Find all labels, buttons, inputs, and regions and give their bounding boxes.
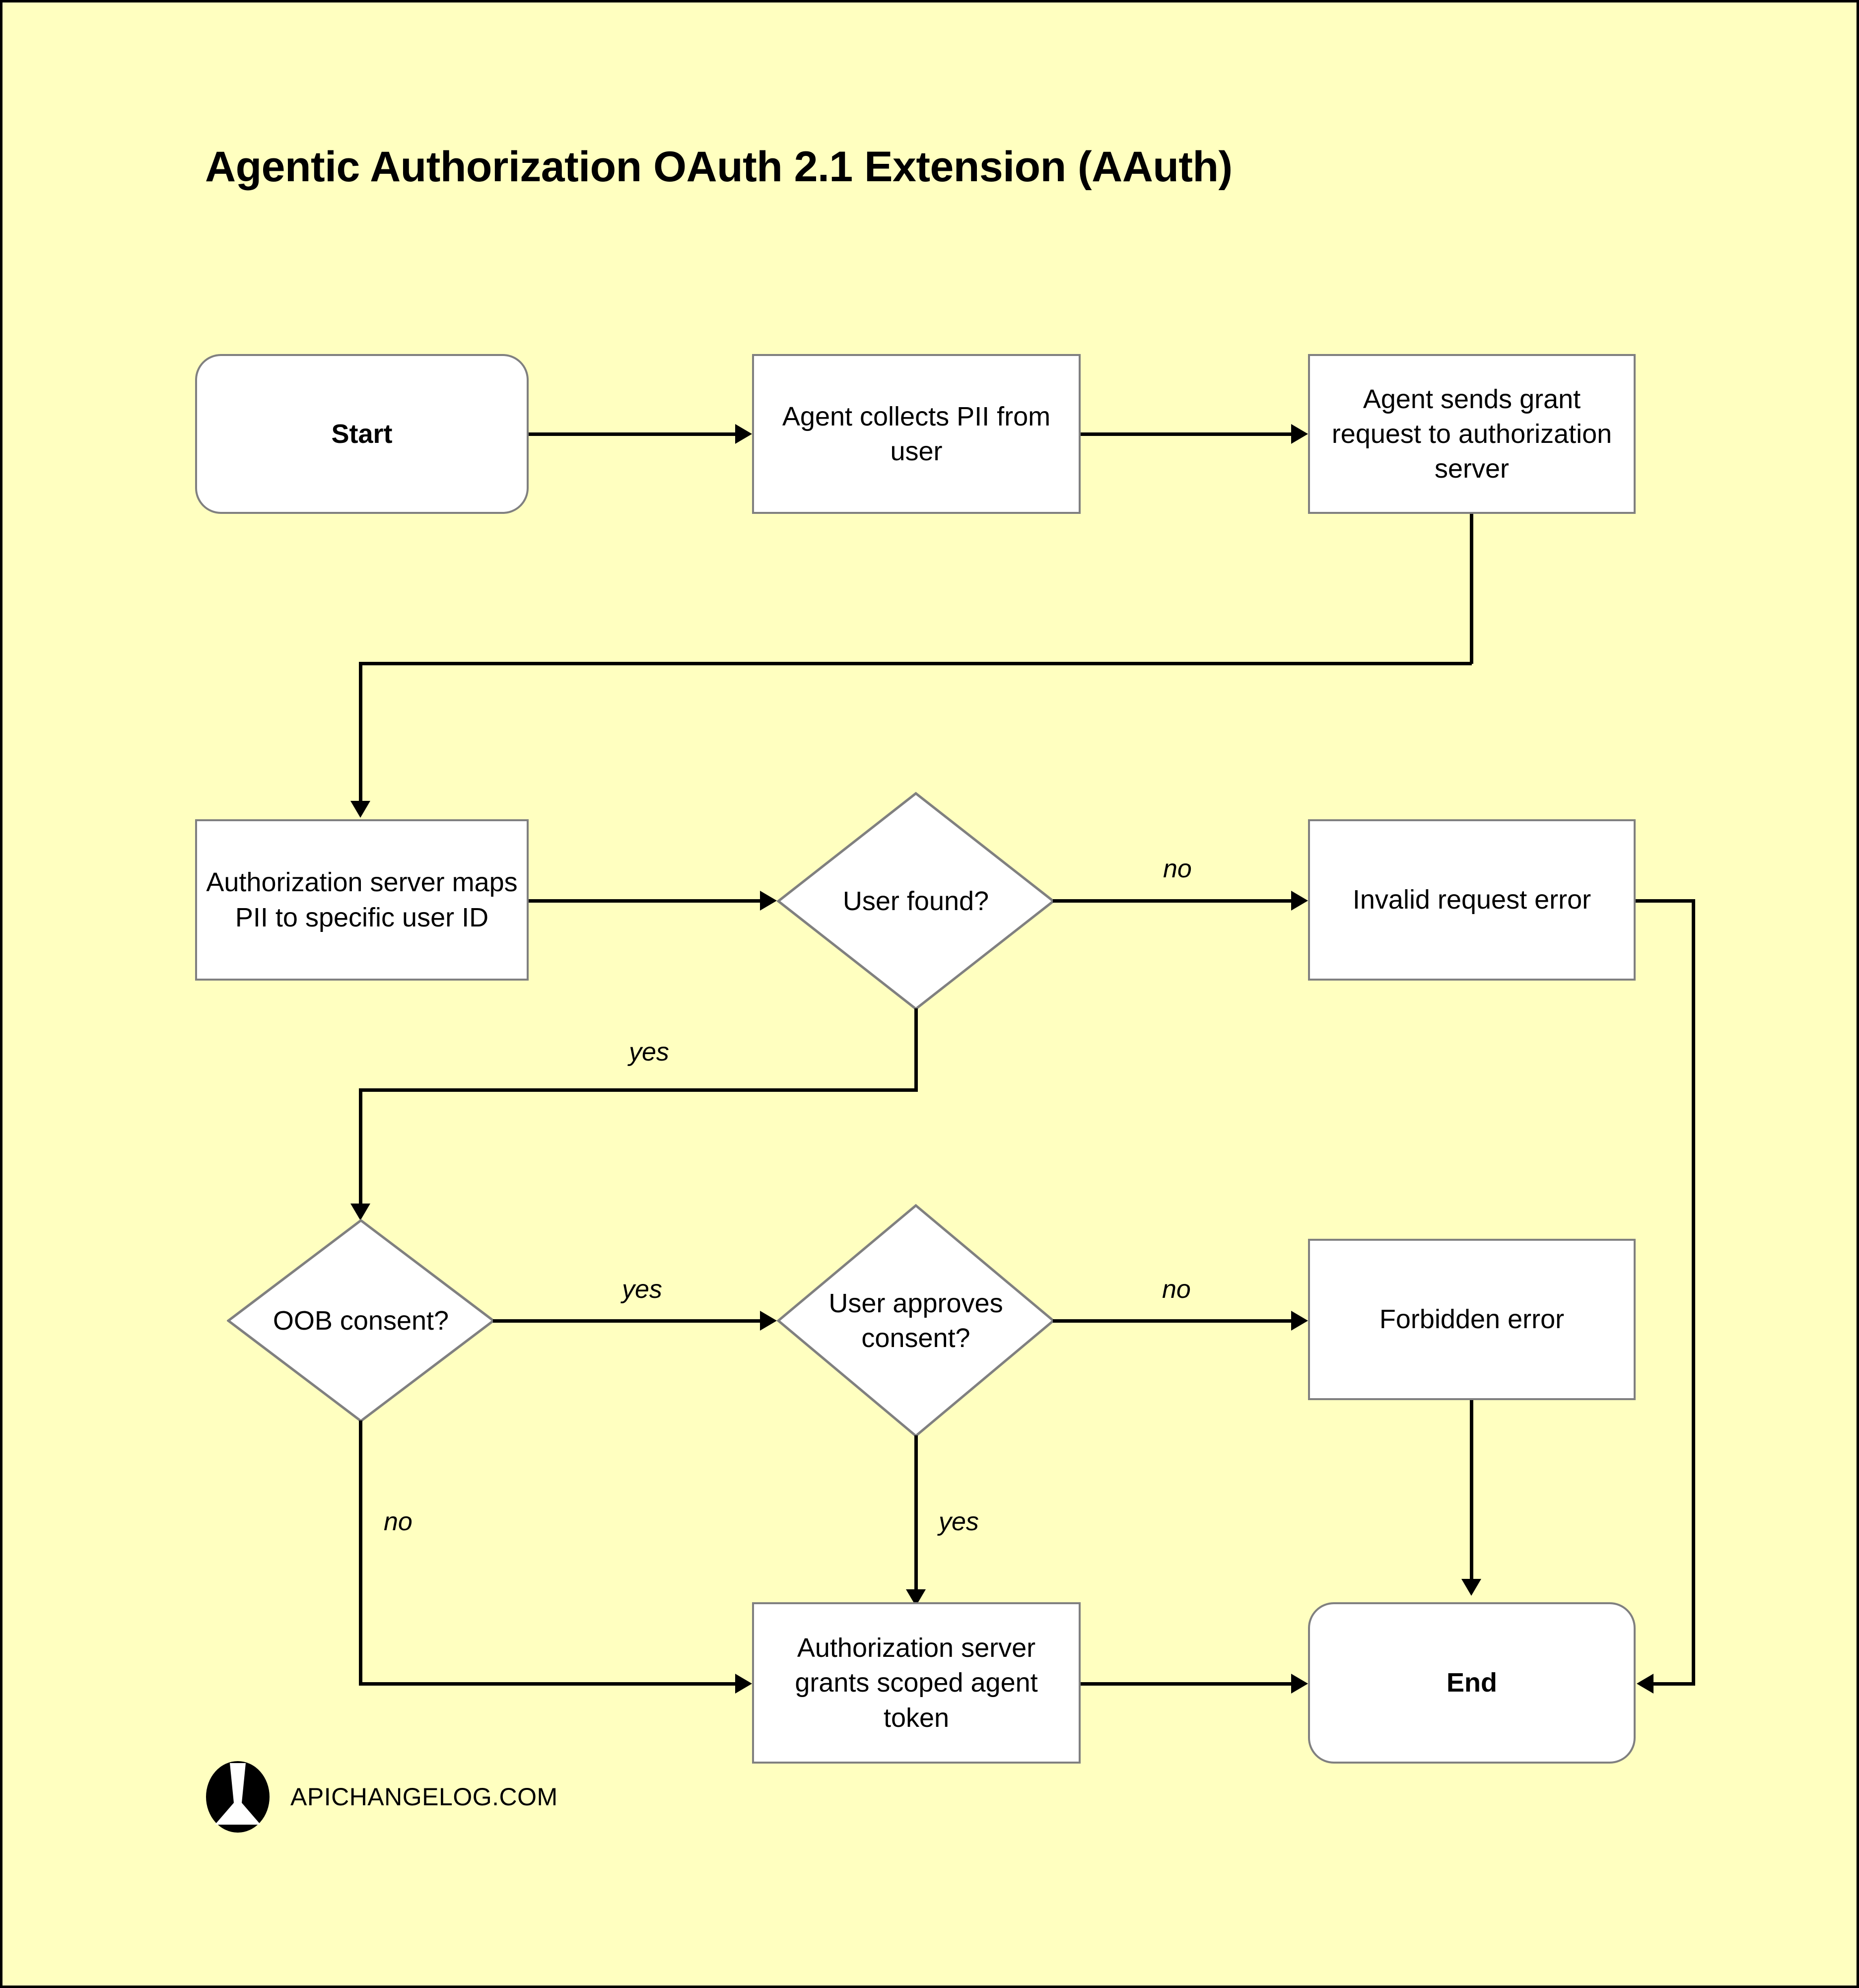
- edge-label-oob-consent-yes: yes: [622, 1275, 662, 1304]
- connector-oob-consent-yes: [493, 1319, 760, 1323]
- connector-user-approves-yes: [914, 1435, 918, 1589]
- node-send-grant[interactable]: Agent sends grant request to authorizati…: [1308, 354, 1636, 514]
- node-user-approves[interactable]: User approves consent?: [777, 1204, 1055, 1437]
- connector-user-approves-no: [1053, 1319, 1291, 1323]
- connector-start-to-collect-pii: [529, 432, 735, 436]
- node-user-approves-label: User approves consent?: [828, 1288, 1003, 1353]
- node-end-label: End: [1446, 1668, 1497, 1698]
- edge-label-oob-consent-no: no: [384, 1507, 413, 1536]
- footer: APICHANGELOG.COM: [205, 1760, 558, 1834]
- footer-site-label: APICHANGELOG.COM: [290, 1783, 558, 1811]
- edge-label-user-found-no: no: [1163, 854, 1192, 883]
- connector-invalid-request-down: [1692, 899, 1695, 1684]
- connector-invalid-request-to-end: [1653, 1682, 1695, 1686]
- edge-label-user-found-yes: yes: [629, 1038, 669, 1066]
- node-start-label: Start: [331, 419, 393, 449]
- edge-label-user-approves-yes: yes: [939, 1507, 979, 1536]
- node-forbidden[interactable]: Forbidden error: [1308, 1239, 1636, 1400]
- arrowhead-grant-token-to-end: [1291, 1674, 1308, 1694]
- connector-invalid-request-right: [1636, 899, 1695, 903]
- arrowhead-invalid-request-to-end: [1637, 1674, 1653, 1694]
- node-forbidden-label: Forbidden error: [1379, 1304, 1565, 1335]
- connector-send-grant-left: [359, 662, 1472, 665]
- arrowhead-start-to-collect-pii: [735, 424, 752, 444]
- arrowhead-oob-consent-no: [735, 1674, 752, 1694]
- node-grant-token[interactable]: Authorization server grants scoped agent…: [752, 1602, 1081, 1764]
- node-end[interactable]: End: [1308, 1602, 1636, 1764]
- connector-oob-consent-no-right: [359, 1682, 735, 1686]
- connector-user-found-no: [1053, 899, 1291, 903]
- logo-svg: [206, 1761, 270, 1833]
- arrowhead-user-found-yes-to-oob: [350, 1204, 370, 1220]
- connector-user-found-yes-left: [359, 1088, 918, 1092]
- node-collect-pii[interactable]: Agent collects PII from user: [752, 354, 1081, 514]
- arrowhead-send-grant-to-map-pii: [350, 801, 370, 818]
- arrowhead-user-approves-no: [1291, 1311, 1308, 1331]
- connector-user-found-yes-down: [914, 1008, 918, 1092]
- node-user-found[interactable]: User found?: [777, 792, 1055, 1010]
- arrowhead-oob-consent-yes: [760, 1311, 777, 1331]
- arrowhead-forbidden-to-end: [1461, 1579, 1481, 1596]
- edge-label-user-approves-no: no: [1162, 1275, 1191, 1304]
- node-oob-consent-label: OOB consent?: [273, 1305, 449, 1336]
- page-title: Agentic Authorization OAuth 2.1 Extensio…: [205, 143, 1233, 191]
- apichangelog-logo-icon: [205, 1760, 271, 1834]
- connector-grant-token-to-end: [1081, 1682, 1291, 1686]
- connector-user-found-yes-to-oob: [359, 1088, 362, 1204]
- node-map-pii[interactable]: Authorization server maps PII to specifi…: [195, 819, 529, 981]
- node-collect-pii-label: Agent collects PII from user: [782, 401, 1051, 466]
- connector-oob-consent-no-down: [359, 1420, 362, 1684]
- node-invalid-request[interactable]: Invalid request error: [1308, 819, 1636, 981]
- connector-send-grant-to-map-pii: [359, 662, 362, 801]
- connector-send-grant-down: [1470, 514, 1473, 664]
- node-oob-consent[interactable]: OOB consent?: [227, 1219, 495, 1422]
- node-user-found-label: User found?: [842, 886, 989, 916]
- node-start[interactable]: Start: [195, 354, 529, 514]
- node-invalid-request-label: Invalid request error: [1352, 885, 1591, 915]
- connector-collect-pii-to-send-grant: [1081, 432, 1291, 436]
- connector-map-pii-to-user-found: [529, 899, 760, 903]
- node-send-grant-label: Agent sends grant request to authorizati…: [1331, 384, 1612, 484]
- connector-forbidden-to-end: [1470, 1400, 1473, 1579]
- arrowhead-map-pii-to-user-found: [760, 891, 777, 911]
- arrowhead-user-found-no: [1291, 891, 1308, 911]
- arrowhead-collect-pii-to-send-grant: [1291, 424, 1308, 444]
- node-map-pii-label: Authorization server maps PII to specifi…: [206, 867, 518, 932]
- node-grant-token-label: Authorization server grants scoped agent…: [795, 1633, 1038, 1733]
